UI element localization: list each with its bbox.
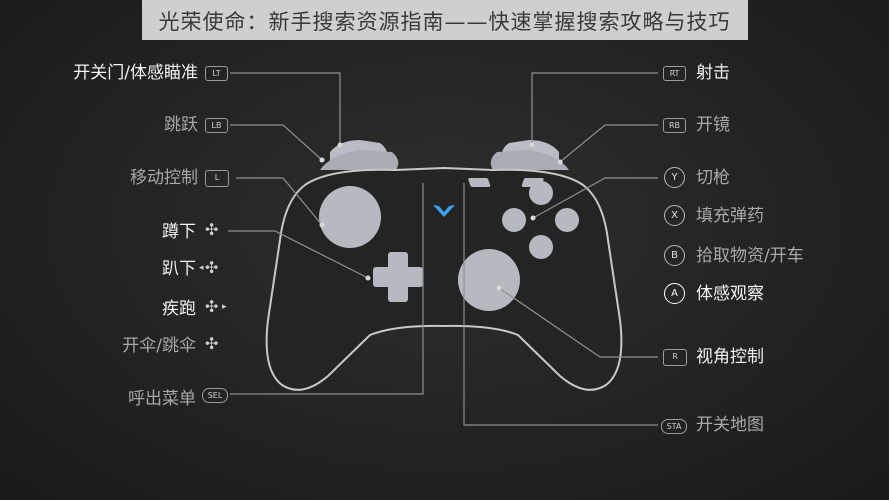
start-button-shape <box>521 178 544 187</box>
dpad-right-arrow-icon: ▸ <box>222 302 227 312</box>
dpad-icon-prone: ✣ <box>205 258 219 277</box>
badge-lt: LT <box>205 66 228 81</box>
label-start: 开关地图 <box>696 415 764 435</box>
page-title: 光荣使命：新手搜索资源指南——快速掌握搜索攻略与技巧 <box>158 10 731 34</box>
brand-logo <box>433 205 455 217</box>
badge-a: A <box>664 283 685 304</box>
label-b: 拾取物资/开车 <box>696 246 804 266</box>
dpad-icon-parachute: ✣ <box>205 334 219 353</box>
label-dpad-right: 疾跑 <box>162 299 196 319</box>
label-lb: 跳跃 <box>164 115 198 135</box>
label-right-stick: 视角控制 <box>696 347 764 367</box>
badge-left-stick: L <box>205 170 229 187</box>
face-button-a-shape <box>529 235 553 259</box>
dpad-left-arrow-icon: ◂ <box>199 263 204 273</box>
label-dpad-up: 蹲下 <box>162 222 196 242</box>
label-left-stick: 移动控制 <box>130 168 198 188</box>
left-bumper-shape <box>320 150 399 170</box>
badge-lb: LB <box>205 118 228 133</box>
dpad-horizontal <box>373 267 423 287</box>
badge-rt: RT <box>663 66 686 81</box>
label-lt: 开关门/体感瞄准 <box>73 63 198 83</box>
right-stick-shape <box>458 249 520 311</box>
title-background <box>142 0 748 40</box>
badge-select: SEL <box>202 388 228 403</box>
badge-y: Y <box>664 167 685 188</box>
select-button-shape <box>468 178 491 187</box>
face-button-x-shape <box>502 208 526 232</box>
label-rb: 开镜 <box>696 115 730 135</box>
badge-b: B <box>664 245 685 266</box>
badge-x: X <box>664 205 685 226</box>
label-rt: 射击 <box>696 63 730 83</box>
label-y: 切枪 <box>696 168 730 188</box>
label-select: 呼出菜单 <box>128 389 196 409</box>
face-button-b-shape <box>555 208 579 232</box>
controller-body <box>265 166 623 391</box>
badge-start: STA <box>661 419 687 434</box>
badge-rb: RB <box>663 118 686 133</box>
right-bumper-shape <box>490 150 569 170</box>
label-dpad-left: 趴下 <box>162 259 196 279</box>
label-a: 体感观察 <box>696 284 764 304</box>
badge-right-stick: R <box>663 349 687 366</box>
label-dpad-down: 开伞/跳伞 <box>122 336 196 356</box>
dpad-icon-crouch: ✣ <box>205 220 219 239</box>
dpad-icon-sprint: ✣ <box>205 297 219 316</box>
label-x: 填充弹药 <box>696 206 764 226</box>
left-stick-shape <box>319 186 381 248</box>
